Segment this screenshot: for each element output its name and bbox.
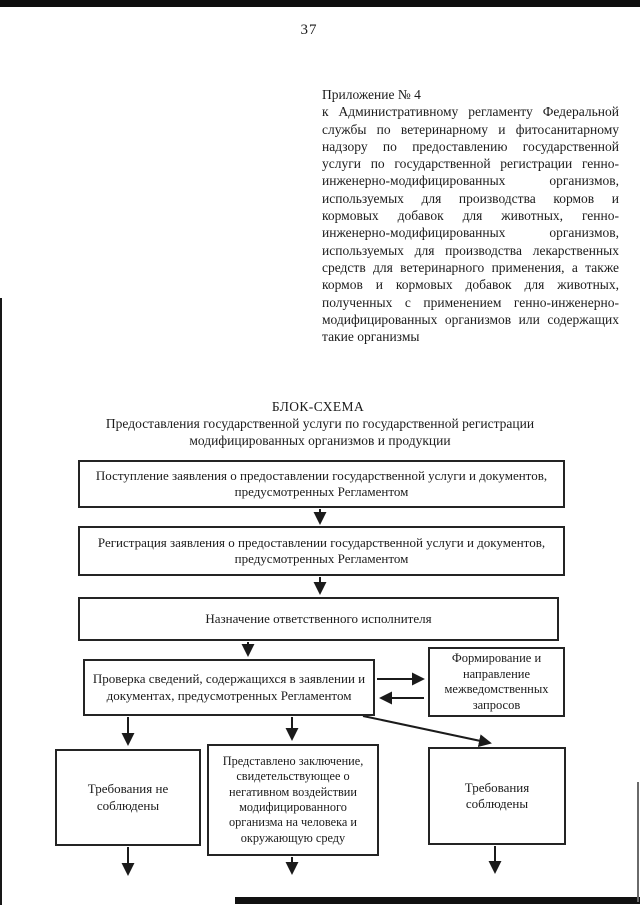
node-requirements-met: Требования соблюдены: [428, 747, 566, 845]
appendix-block: Приложение № 4 к Административному регла…: [322, 86, 619, 345]
node-application-received: Поступление заявления о предоставлении г…: [78, 460, 565, 508]
node-verify-information: Проверка сведений, содержащихся в заявле…: [83, 659, 375, 716]
flowchart-subtitle: Предоставления государственной услуги по…: [105, 416, 535, 448]
scan-edge-bottom: [235, 897, 640, 904]
scan-edge-right: [637, 782, 639, 902]
appendix-body: к Административному регламенту Федеральн…: [322, 104, 619, 345]
node-interagency-requests: Формирование и направление межведомствен…: [428, 647, 565, 717]
scan-edge-left: [0, 298, 2, 905]
node-negative-conclusion: Представлено заключение, свидетельствующ…: [207, 744, 379, 856]
node-requirements-not-met: Требования не соблюдены: [55, 749, 201, 846]
flowchart-title: БЛОК-СХЕМА: [271, 399, 365, 414]
node-assign-executor: Назначение ответственного исполнителя: [78, 597, 559, 641]
page-number: 37: [300, 22, 318, 38]
arrow-verify-to-met: [362, 715, 492, 748]
appendix-label: Приложение № 4: [322, 87, 421, 102]
node-application-registered: Регистрация заявления о предоставлении г…: [78, 526, 565, 576]
scan-edge-top: [0, 0, 640, 7]
